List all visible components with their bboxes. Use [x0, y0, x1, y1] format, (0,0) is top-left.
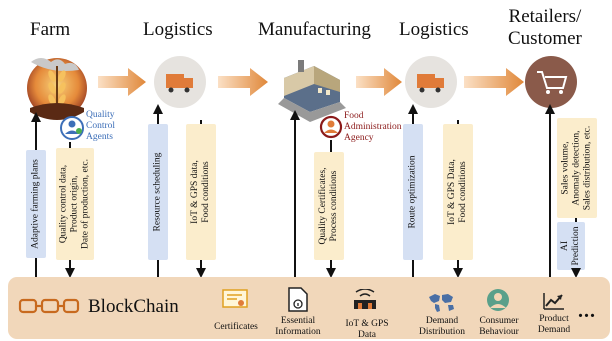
- essential-line1: Essential: [280, 316, 316, 326]
- stage-title-retailers-line2: Customer: [508, 28, 582, 49]
- quality-label-line1: Quality: [86, 110, 115, 120]
- flow-arrow-4: [464, 68, 524, 96]
- food-agency-icon: [319, 115, 343, 139]
- truck-icon-2: [405, 56, 457, 108]
- quality-data-box: Quality control data, Product origin, Da…: [56, 148, 94, 260]
- flow-arrow-1: [98, 68, 146, 96]
- adaptive-farming-box: Adaptive farming plans: [26, 150, 46, 258]
- sales-box: Sales volume, Anomaly detection, Sales d…: [557, 118, 597, 218]
- trend-chart-icon: [543, 293, 564, 310]
- certificates-label: Certificates: [214, 322, 258, 332]
- essential-information-label: Essential Information: [270, 316, 326, 338]
- consumer-avatar-icon: [487, 289, 509, 311]
- arrowhead-down-farm: [65, 268, 75, 278]
- arrowhead-up-retail: [545, 104, 555, 114]
- farm-wheat-icon: [27, 58, 87, 120]
- consumer-line2: Behaviour: [479, 327, 519, 337]
- retail-up-line: [549, 110, 551, 278]
- demand-distribution-label: Demand Distribution: [410, 316, 474, 338]
- manufacturing-up-line: [294, 115, 296, 278]
- arrowhead-up-logistics1: [153, 104, 163, 114]
- arrowhead-up-manufacturing: [290, 110, 300, 120]
- arrowhead-down-logistics1: [196, 268, 206, 278]
- blockchain-title: BlockChain: [88, 296, 179, 317]
- arrowhead-up-farm: [31, 112, 41, 122]
- food-administration-agency-label: Food Administration Agency: [344, 111, 402, 144]
- ai-prediction-box: AI Prediction: [557, 222, 585, 270]
- consumer-line1: Consumer: [479, 316, 519, 326]
- stage-title-manufacturing: Manufacturing: [258, 19, 371, 40]
- blockchain-chain-icon: [18, 298, 80, 314]
- shopping-cart-icon: [525, 56, 577, 108]
- iot-gps-data-label: IoT & GPS Data: [337, 319, 397, 341]
- factory-icon: [278, 60, 346, 122]
- consumer-behaviour-label: Consumer Behaviour: [470, 316, 528, 338]
- stage-title-logistics-1: Logistics: [143, 19, 213, 40]
- essential-line2: Information: [275, 327, 321, 337]
- arrowhead-down-logistics2: [453, 268, 463, 278]
- truck-icon-1: [154, 56, 206, 108]
- stage-title-retailers-line1: Retailers/: [508, 6, 582, 27]
- iot-gps-icon: [354, 289, 376, 309]
- demand-line2: Distribution: [419, 327, 465, 337]
- arrowhead-up-logistics2: [408, 104, 418, 114]
- product-line1: Product: [539, 314, 569, 324]
- iot-food-box-2: IoT & GPS Data, Food conditions: [443, 124, 473, 260]
- route-optimization-box: Route optimization: [403, 124, 423, 260]
- quality-agent-icon: [60, 116, 84, 140]
- stage-title-logistics-2: Logistics: [399, 19, 469, 40]
- flow-arrow-2: [218, 68, 268, 96]
- quality-control-agents-label: Quality Control Agents: [86, 110, 115, 143]
- flow-arrow-3: [356, 68, 402, 96]
- demand-line1: Demand: [425, 316, 459, 326]
- arrowhead-down-retail: [571, 268, 581, 278]
- document-info-icon: [288, 287, 308, 312]
- quality-label-line3: Agents: [86, 132, 113, 142]
- quality-label-line2: Control: [86, 121, 116, 131]
- iot-food-box-1: IoT & GPS data, Food conditions: [186, 124, 216, 260]
- arrowhead-down-manufacturing: [326, 268, 336, 278]
- certificate-icon: [222, 289, 248, 308]
- product-line2: Demand: [537, 325, 571, 335]
- food-label-line2: Administration: [344, 122, 402, 132]
- iot-line1: IoT & GPS: [345, 319, 389, 329]
- resource-scheduling-box: Resource scheduling: [148, 124, 168, 260]
- food-label-line3: Agency: [344, 133, 374, 143]
- product-demand-label: Product Demand: [530, 314, 578, 336]
- blockchain-bar: [8, 277, 610, 339]
- quality-certificates-box: Quality Certificates, Process conditions: [314, 152, 344, 260]
- stage-title-retailers: Retailers/ Customer: [508, 6, 582, 50]
- more-ellipsis: ...: [578, 300, 596, 322]
- world-map-icon: [429, 294, 454, 312]
- food-label-line1: Food: [344, 111, 364, 121]
- stage-title-farm: Farm: [30, 19, 71, 40]
- iot-line2: Data: [358, 330, 376, 340]
